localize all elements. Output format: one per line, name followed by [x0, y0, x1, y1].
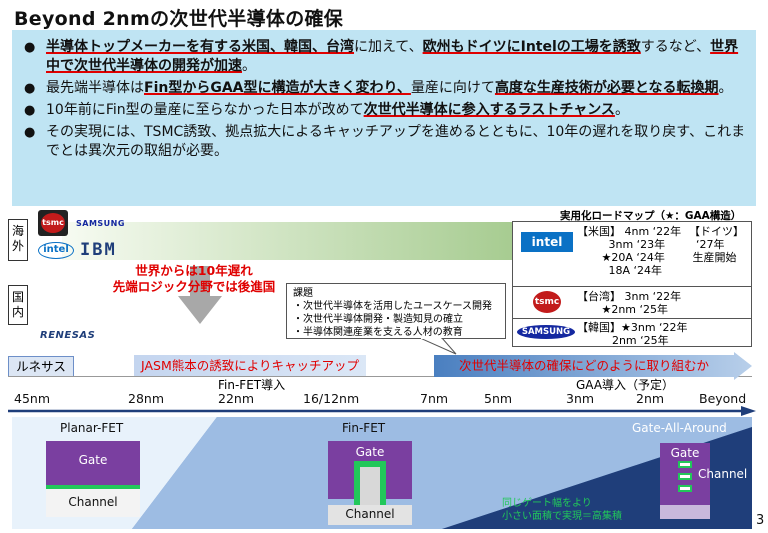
node-label: 28nm: [128, 391, 165, 406]
node-label: 5nm: [484, 391, 513, 406]
node-label: 3nm: [566, 391, 595, 406]
planar-oxide: [46, 485, 140, 489]
callout-item: ・半導体関連産業を支える人材の教育: [293, 327, 463, 338]
node-timeline: 45nm 28nm 22nm 16/12nm 7nm 5nm 3nm 2nm B…: [0, 391, 768, 411]
planar-channel-label: Channel: [68, 495, 118, 509]
roadmap-intel-text: 【米国】 4nm ‘22年 3nm ‘23年 ★20A ‘24年 18A ‘24…: [577, 225, 682, 277]
jasm-banner: JASM熊本の誘致によりキャッチアップ: [134, 355, 366, 376]
gaa-note-line: 小さい面積で実現＝高集積: [502, 511, 622, 522]
transistor-structures-panel: Planar-FET Gate Channel Fin-FET Gate Cha…: [12, 417, 752, 529]
roadmap-samsung-text: 【韓国】★3nm ‘22年 2nm ‘25年: [577, 321, 688, 347]
renesas-logo: RENESAS: [40, 330, 96, 341]
gaa-nanosheet: [678, 485, 692, 492]
summary-box: 半導体トップメーカーを有する米国、韓国、台湾に加えて、欧州もドイツにIntelの…: [12, 30, 756, 206]
gaa-note-line: 同じゲート幅をより: [502, 498, 592, 509]
gaa-nanosheet: [678, 473, 692, 480]
renesas-label: ルネサス: [8, 356, 74, 377]
down-arrow-icon: [178, 266, 222, 324]
highlighted-text: 高度な生産技術が必要となる転換期: [494, 80, 719, 96]
planar-title: Planar-FET: [60, 421, 124, 435]
bullet-text: 。: [242, 58, 256, 74]
issues-callout: 課題 ・次世代半導体を活用したユースケース開発 ・次世代半導体開発・製造知見の確…: [286, 283, 506, 339]
node-label: 16/12nm: [303, 391, 360, 406]
fin-channel: Channel: [328, 505, 412, 525]
delay-warning: 世界からは10年遅れ 先端ロジック分野では後進国: [104, 263, 284, 295]
timeline-arrow: [8, 406, 756, 416]
gaa-channel-label: Channel: [698, 467, 748, 481]
highlighted-text: 欧州もドイツにIntelの工場を誘致: [422, 39, 641, 55]
overseas-label: 海外: [8, 219, 28, 261]
callout-heading: 課題: [293, 288, 313, 299]
overseas-progress-bar: [62, 222, 512, 260]
finfet-milestone: Fin-FET導入: [218, 378, 286, 392]
next-gen-banner: 次世代半導体の確保にどのように取り組むか: [458, 358, 709, 373]
node-label: 22nm: [218, 391, 255, 406]
callout-item: ・次世代半導体を活用したユースケース開発: [293, 301, 492, 312]
callout-item: ・次世代半導体開発・製造知見の確立: [293, 314, 463, 325]
gaa-nanosheet: [678, 461, 692, 468]
overseas-text: 海外: [11, 224, 24, 253]
roadmap-title: 実用化ロードマップ（★：GAA構造）: [560, 210, 742, 222]
roadmap-germany-text: 【ドイツ】 ‘27年 生産開始: [689, 225, 744, 264]
intel-logo: intel: [38, 242, 74, 259]
roadmap-table: intel 【米国】 4nm ‘22年 3nm ‘23年 ★20A ‘24年 1…: [512, 221, 752, 347]
planar-gate: Gate: [46, 441, 140, 485]
bullet-text: するなど、: [640, 39, 711, 55]
bullet-text: 量産に向けて: [410, 80, 495, 96]
bullet-item: その実現には、TSMC誘致、拠点拡大によるキャッチアップを進めるとともに、10年…: [24, 123, 746, 161]
roadmap-tsmc-logo: tsmc: [533, 291, 561, 313]
highlighted-text: Fin型からGAA型に構造が大きく変わり、: [144, 80, 411, 96]
highlighted-text: 半導体トップメーカーを有する米国、韓国、台湾: [46, 39, 354, 55]
roadmap-samsung-logo: SAMSUNG: [517, 325, 575, 339]
fin-channel-label: Channel: [345, 507, 395, 521]
planar-channel: Channel: [46, 489, 140, 517]
domestic-label: 国内: [8, 285, 28, 325]
fin-body: [360, 467, 380, 507]
domestic-text: 国内: [11, 290, 24, 319]
gaa-substrate: [660, 505, 710, 519]
page-number: 3: [756, 513, 765, 528]
page-title: Beyond 2nmの次世代半導体の確保: [14, 8, 344, 30]
bullet-text: 。: [718, 80, 733, 96]
ibm-logo: IBM: [80, 240, 117, 260]
gaa-gate-label: Gate: [670, 446, 700, 460]
gaa-milestone: GAA導入（予定）: [576, 378, 675, 392]
bullet-text: 最先端半導体は: [46, 80, 144, 96]
highlighted-text: 次世代半導体に参入するラストチャンス: [363, 102, 615, 118]
tsmc-logo-text: tsmc: [41, 213, 65, 233]
fin-title: Fin-FET: [342, 421, 386, 435]
bullet-item: 10年前にFin型の量産に至らなかった日本が改めて次世代半導体に参入するラストチ…: [24, 101, 746, 120]
bullet-item: 最先端半導体はFin型からGAA型に構造が大きく変わり、量産に向けて高度な生産技…: [24, 79, 746, 98]
roadmap-tsmc-text: 【台湾】 3nm ‘22年 ★2nm ‘25年: [577, 290, 682, 316]
fin-gate-label: Gate: [355, 445, 385, 459]
callout-pointer: [420, 338, 457, 355]
delay-line-1: 世界からは10年遅れ: [135, 263, 253, 278]
node-label: Beyond: [699, 391, 747, 406]
node-label: 45nm: [14, 391, 51, 406]
bullet-text: その実現には、TSMC誘致、拠点拡大によるキャッチアップを進めるとともに、10年…: [46, 124, 746, 159]
node-label: 7nm: [420, 391, 449, 406]
highlighted-text: 世界中で次世代半導体の開発が加速: [46, 39, 739, 74]
delay-line-2: 先端ロジック分野では後進国: [112, 279, 276, 294]
node-label: 2nm: [636, 391, 665, 406]
bullet-text: 10年前にFin型の量産に至らなかった日本が改めて: [46, 102, 364, 118]
roadmap-intel-logo: intel: [521, 232, 573, 252]
next-gen-banner-arrow: [434, 352, 752, 380]
gaa-note: 同じゲート幅をより 小さい面積で実現＝高集積: [502, 497, 622, 523]
bullet-text: に加えて、: [354, 39, 423, 55]
bullet-item: 半導体トップメーカーを有する米国、韓国、台湾に加えて、欧州もドイツにIntelの…: [24, 38, 746, 76]
bullet-list: 半導体トップメーカーを有する米国、韓国、台湾に加えて、欧州もドイツにIntelの…: [12, 30, 756, 161]
bullet-text: 。: [614, 102, 629, 118]
samsung-logo: SAMSUNG: [76, 219, 125, 228]
gaa-title: Gate-All-Around: [632, 421, 727, 435]
tsmc-logo: tsmc: [38, 210, 68, 236]
planar-gate-label: Gate: [78, 453, 108, 467]
